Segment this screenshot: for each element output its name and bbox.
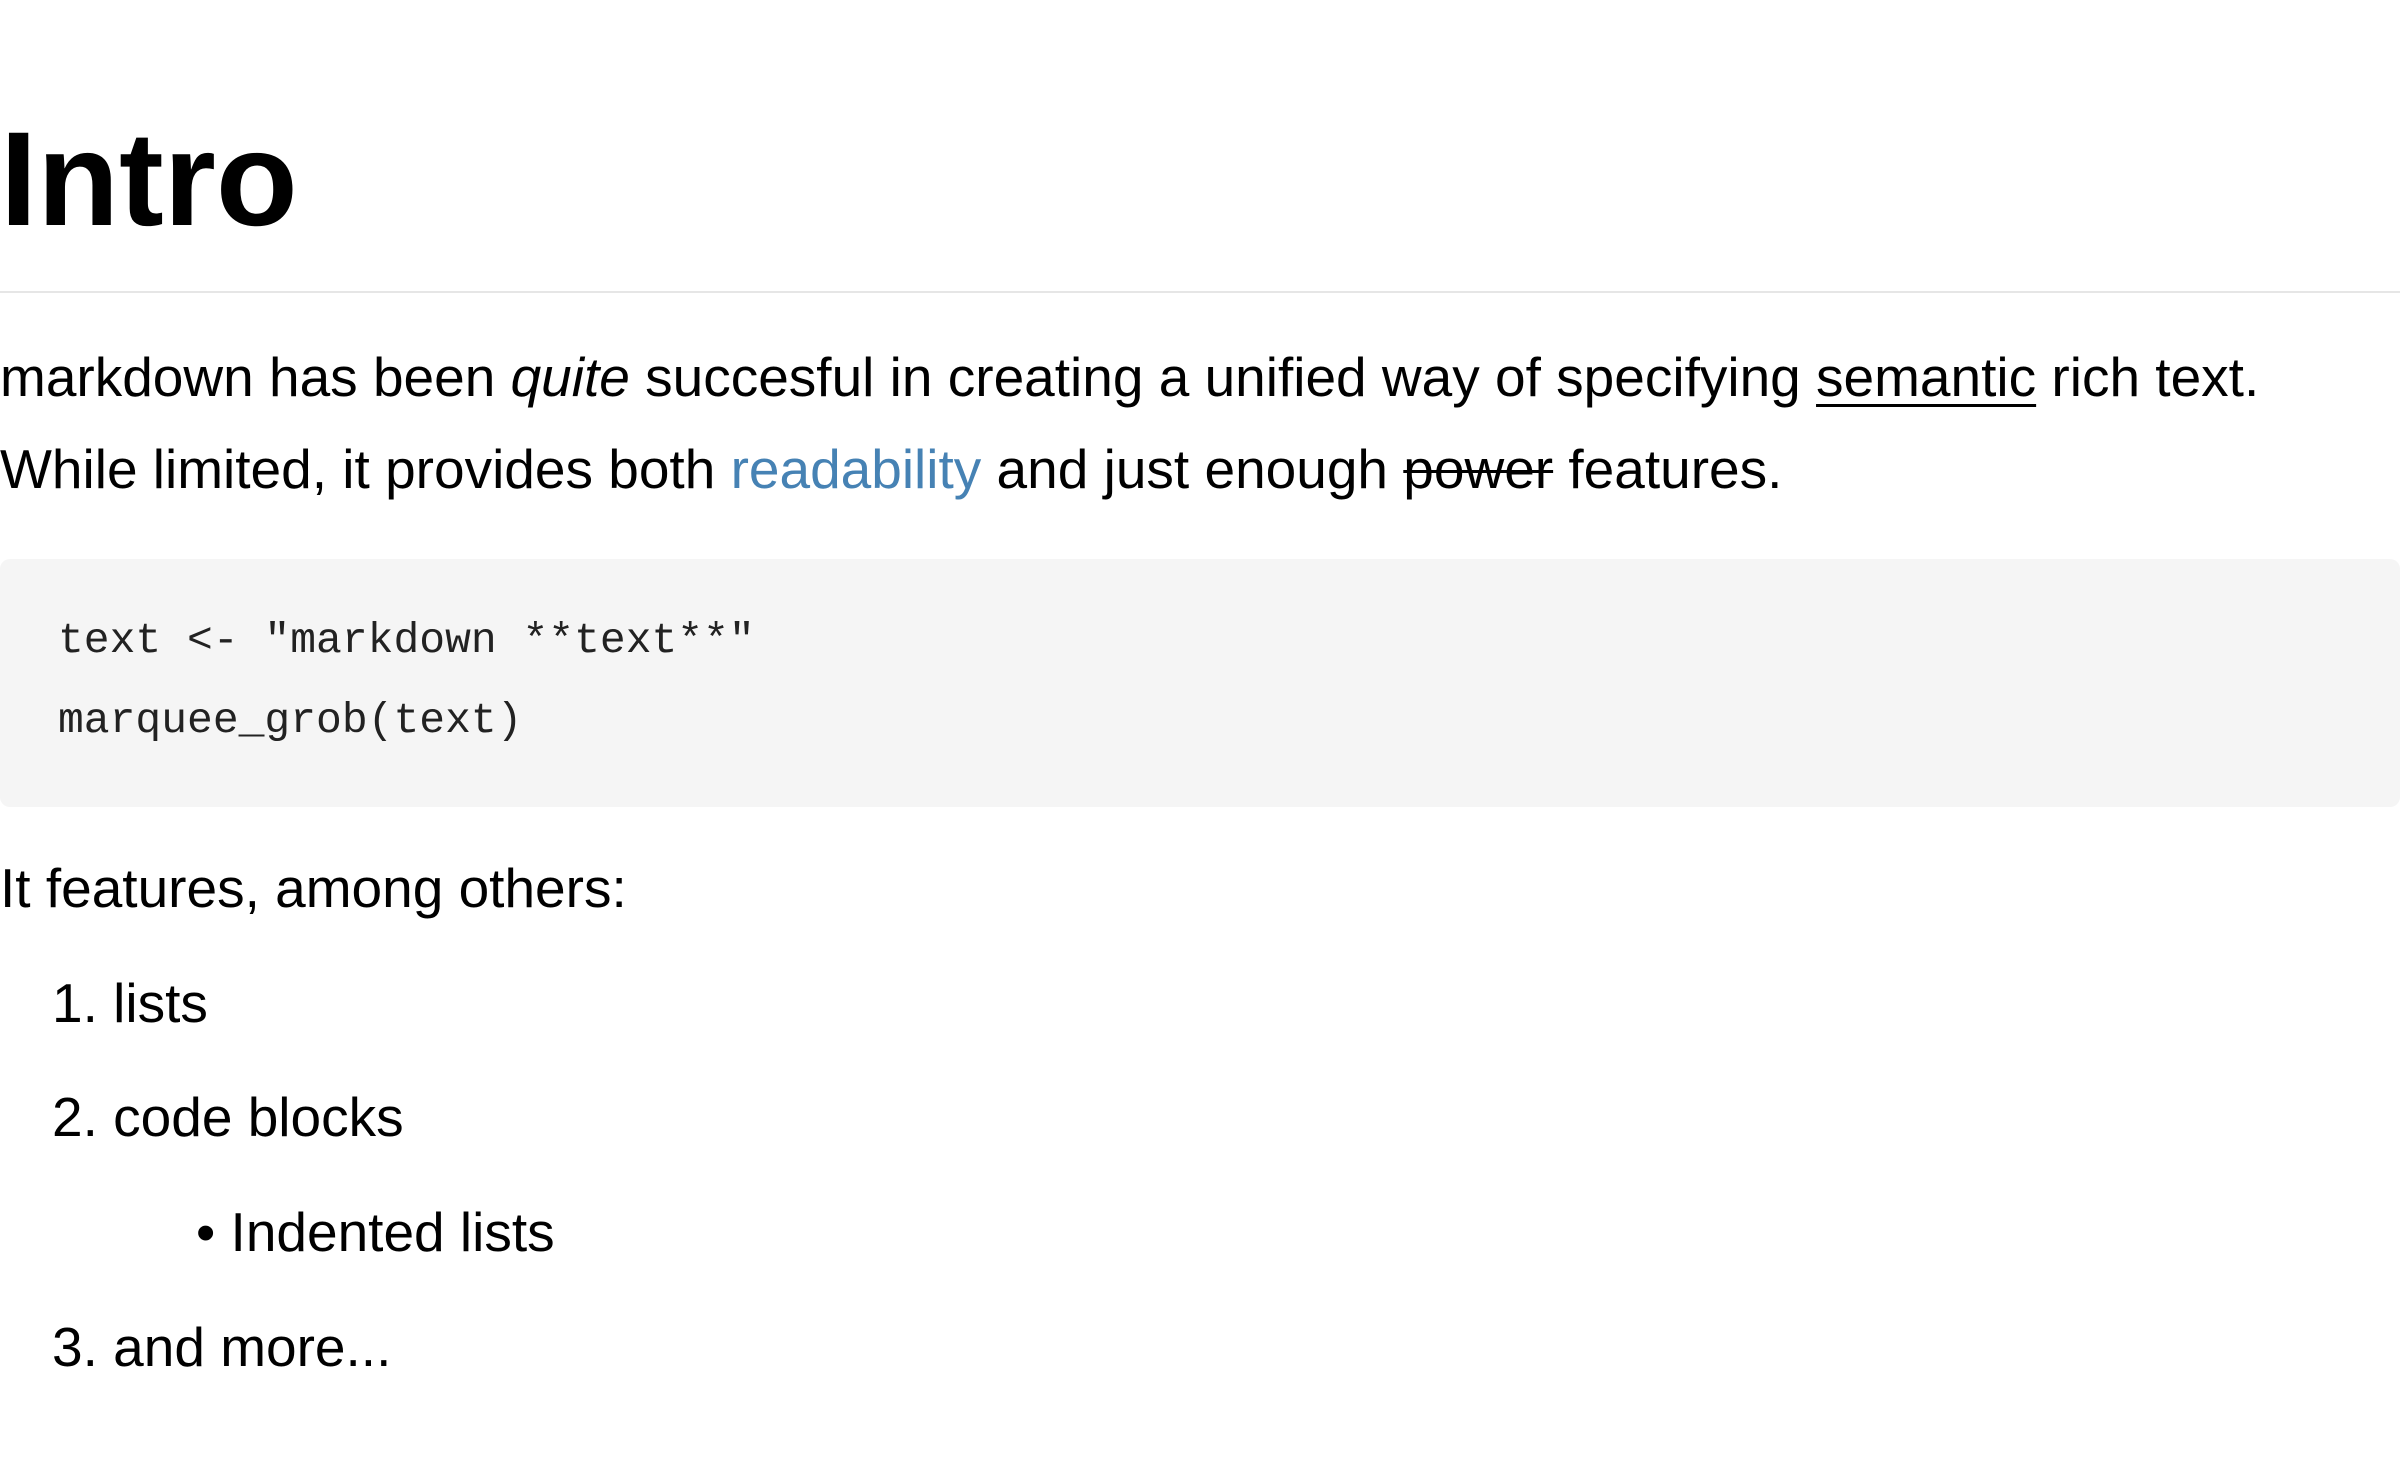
strikethrough-text: power <box>1403 438 1554 500</box>
features-intro: It features, among others: <box>0 857 627 919</box>
text: rich text. <box>2036 346 2260 408</box>
list-item: 1. lists <box>52 957 208 1049</box>
list-marker: 3. <box>52 1316 98 1378</box>
list-marker: 1. <box>52 972 98 1034</box>
list-marker: 2. <box>52 1086 98 1148</box>
paragraph-line-2: While limited, it provides both readabil… <box>0 423 1782 515</box>
list-item-text: lists <box>113 972 208 1034</box>
underlined-text: semantic <box>1816 346 2037 408</box>
list-item-text: code blocks <box>113 1086 404 1148</box>
list-item: 2. code blocks <box>52 1071 404 1163</box>
list-item-text: Indented lists <box>230 1201 555 1263</box>
list-item-text: and more... <box>113 1316 392 1378</box>
code-line: marquee_grob(text) <box>58 696 523 745</box>
readability-link[interactable]: readability <box>730 438 982 500</box>
list-item: 3. and more... <box>52 1301 391 1393</box>
bullet-icon: • <box>196 1201 216 1263</box>
nested-list-item: • Indented lists <box>196 1186 555 1278</box>
text: markdown has been <box>0 346 511 408</box>
code-line: text <- "markdown **text**" <box>58 616 755 665</box>
text: and just enough <box>981 438 1404 500</box>
paragraph-line-1: markdown has been quite succesful in cre… <box>0 331 2259 423</box>
emphasis-text: quite <box>510 346 630 408</box>
text: succesful in creating a unified way of s… <box>629 346 1817 408</box>
page-title: Intro <box>0 105 298 254</box>
text: features. <box>1553 438 1783 500</box>
code-block <box>0 559 2400 807</box>
text: While limited, it provides both <box>0 438 731 500</box>
heading-divider <box>0 291 2400 293</box>
